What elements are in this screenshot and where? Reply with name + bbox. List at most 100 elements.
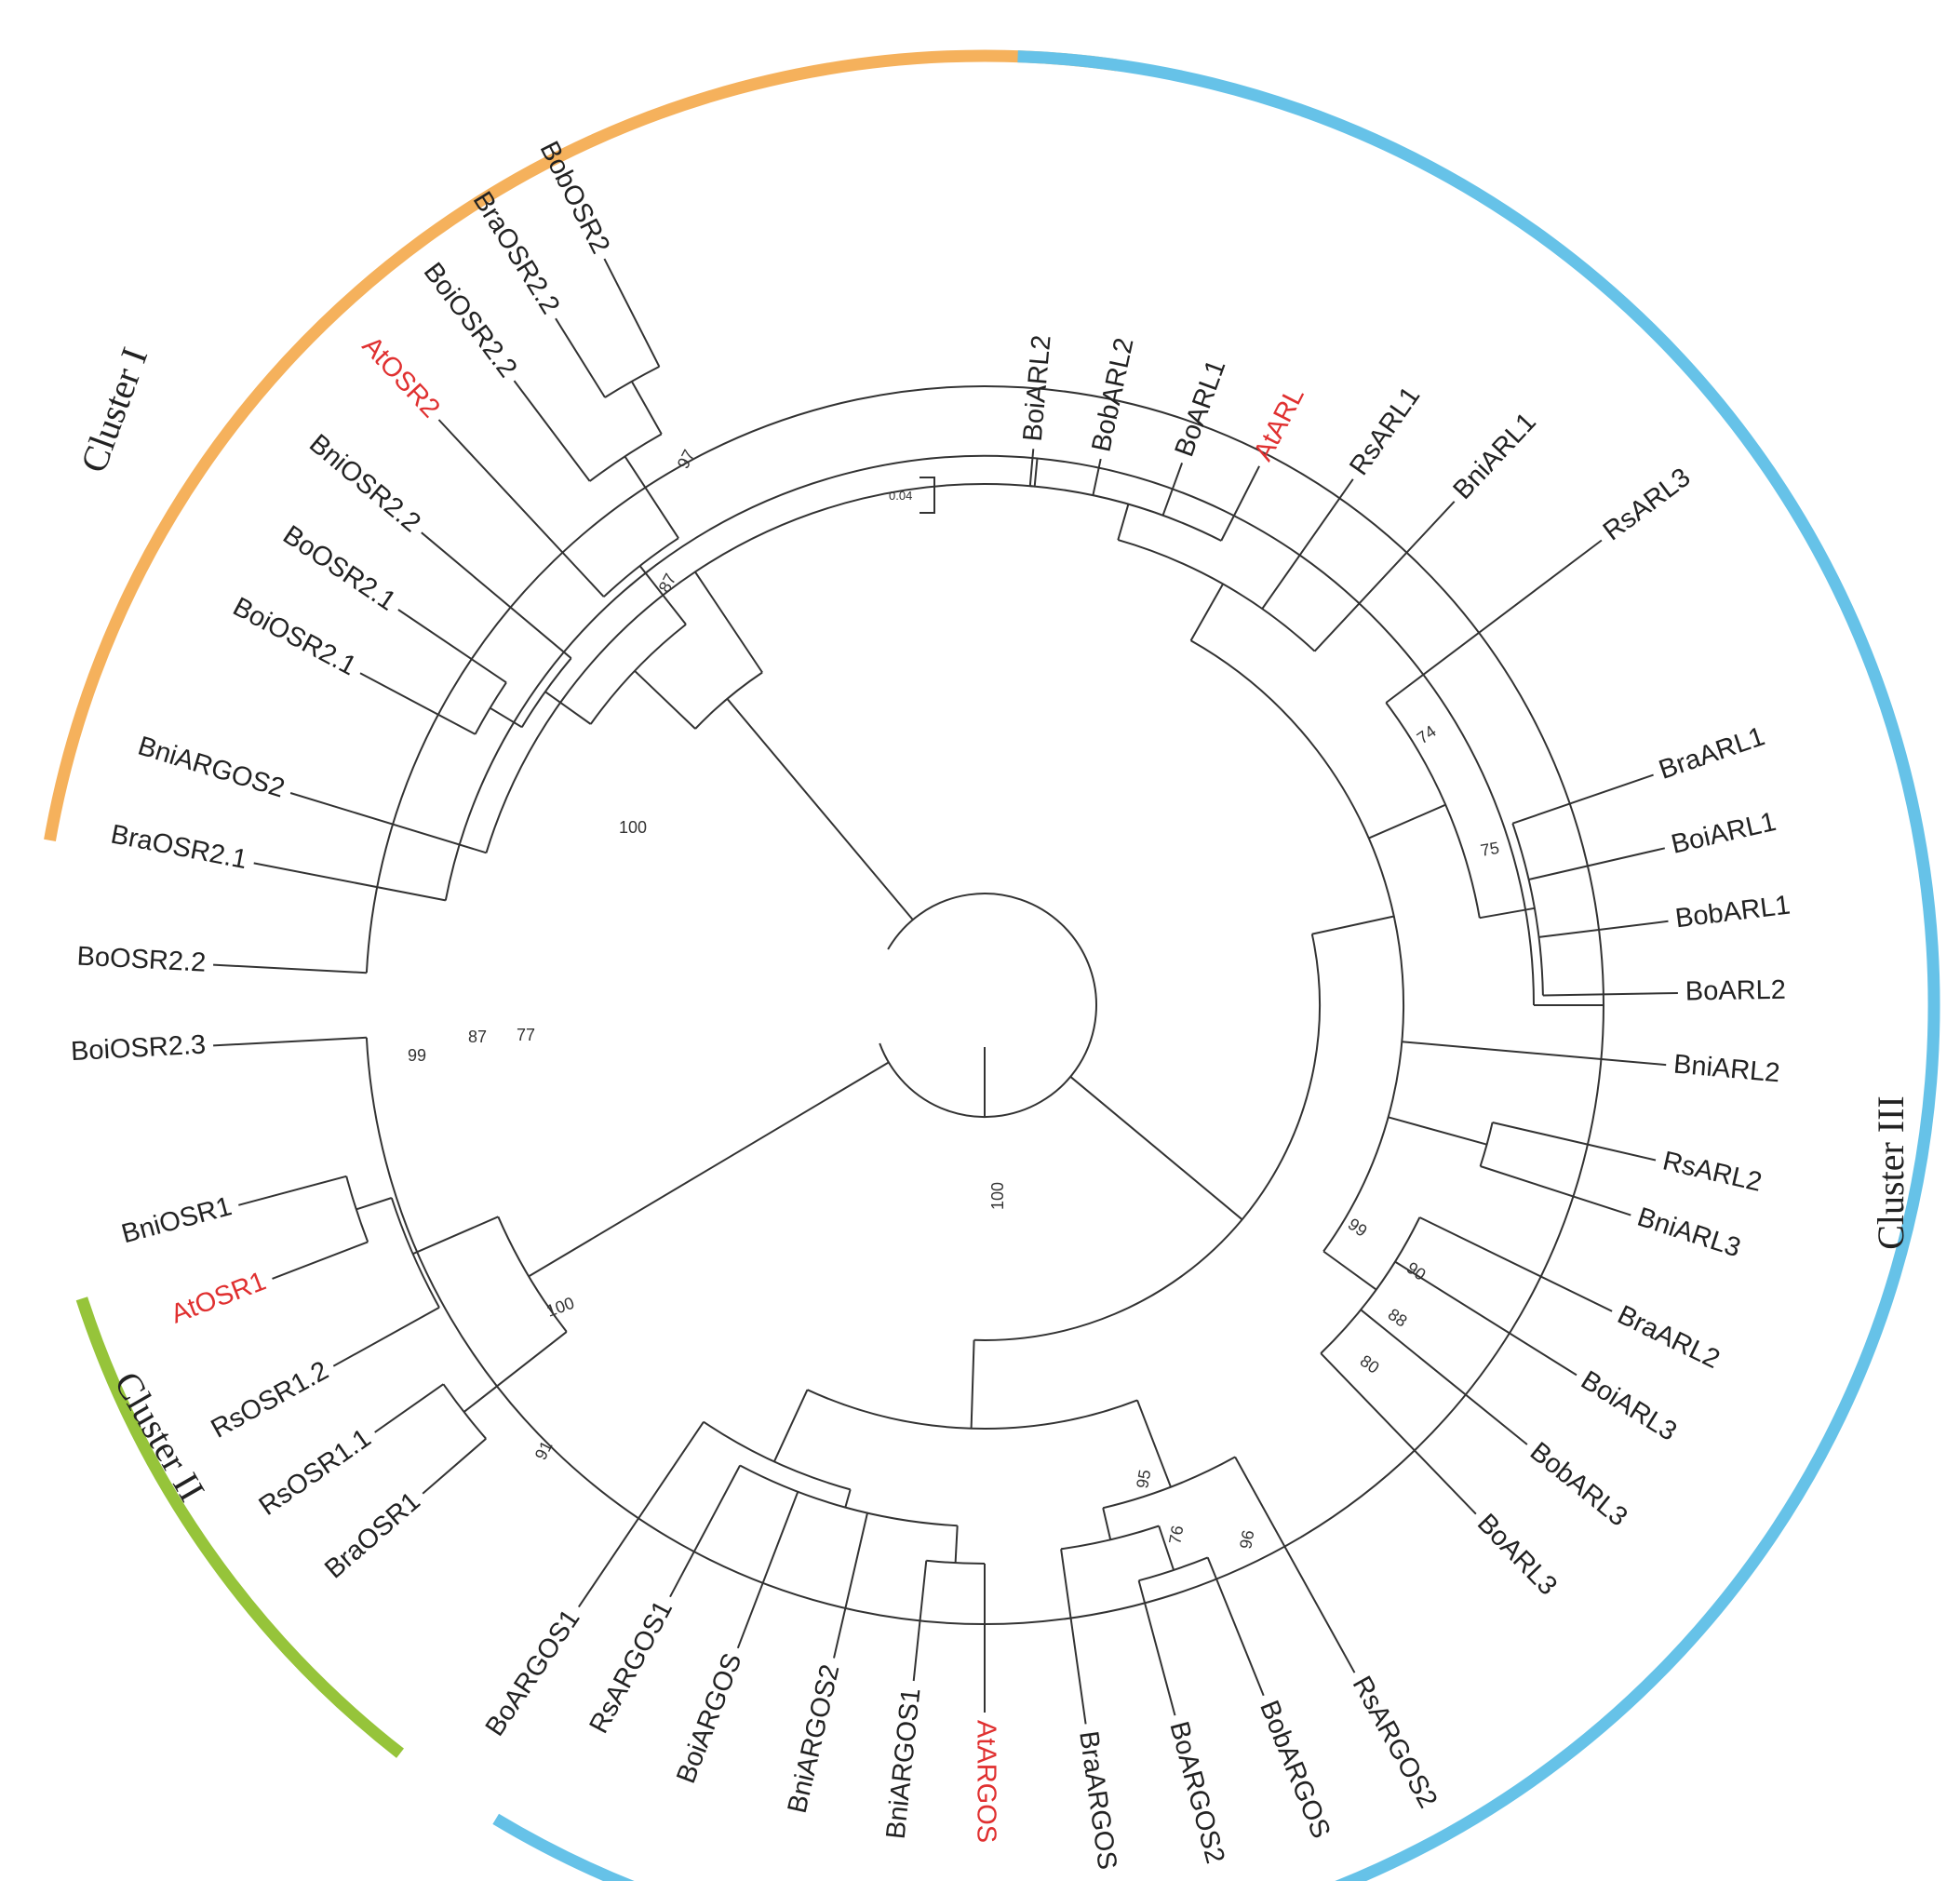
branch: [238, 1175, 347, 1206]
leaf-label-7: BniARGOS2: [134, 731, 288, 803]
leaf-label-42: BobARL2: [1086, 335, 1139, 454]
branch: [970, 1339, 975, 1429]
branch: [332, 1306, 440, 1367]
leaf-label-1: BraOSR2.2: [467, 186, 566, 319]
leaf-label-30: BniARL3: [1633, 1202, 1744, 1264]
branch: [1402, 1041, 1667, 1067]
branch: [1385, 539, 1603, 704]
branch-arc: [365, 385, 1604, 1625]
leaf-label-40: AtARL: [1248, 383, 1310, 465]
branch: [844, 1489, 852, 1508]
branch-arc: [474, 681, 507, 735]
branch: [1368, 803, 1446, 840]
branch: [1102, 1507, 1112, 1540]
bootstrap-value-15: 80: [1357, 1351, 1383, 1377]
cluster-1-label: Cluster I: [72, 342, 155, 477]
leaf-label-17: RsARGOS1: [584, 1596, 678, 1739]
bootstrap-value-3: 87: [468, 1028, 487, 1046]
branch-arc: [739, 1464, 958, 1527]
branch-arc: [1060, 1525, 1160, 1551]
bootstrap-value-8: 100: [544, 1294, 577, 1321]
branch: [1528, 847, 1666, 880]
branch: [1322, 1250, 1377, 1291]
bootstrap-value-17: 75: [1479, 839, 1500, 860]
branch: [1060, 1549, 1087, 1725]
branch: [1261, 478, 1354, 610]
branch-arc: [442, 1383, 487, 1440]
branch: [422, 1438, 487, 1495]
branch-arc: [1320, 1216, 1421, 1354]
bootstrap-value-1: 87: [655, 571, 680, 596]
branch: [1394, 1260, 1577, 1377]
branch: [528, 1061, 890, 1278]
branch: [624, 455, 679, 539]
leaf-label-8: BraOSR2.1: [108, 819, 249, 875]
leaf-label-43: BoiARL2: [1018, 334, 1057, 443]
branch: [634, 670, 696, 730]
branch-arc: [520, 657, 572, 728]
leaf-label-16: BoARGOS1: [480, 1605, 586, 1742]
branch: [772, 1389, 809, 1462]
bootstrap-value-4: 77: [517, 1026, 535, 1044]
bootstrap-value-12: 96: [1236, 1528, 1257, 1550]
branch: [1033, 458, 1039, 487]
leaf-label-37: RsARL3: [1598, 463, 1697, 547]
leaf-label-38: BniARL1: [1447, 407, 1541, 505]
branch-arc: [807, 1389, 1138, 1430]
branch: [1234, 1456, 1356, 1673]
branch: [726, 698, 914, 920]
branch: [1480, 1165, 1631, 1216]
leaf-label-39: RsARL1: [1344, 382, 1426, 481]
branch: [437, 419, 605, 598]
leaf-label-9: BoOSR2.2: [76, 942, 207, 978]
leaf-label-35: BoiARL1: [1669, 807, 1779, 860]
branch: [1158, 1525, 1175, 1571]
branch: [1492, 1122, 1657, 1162]
leaf-label-26: BoARL3: [1471, 1508, 1563, 1601]
branch: [1542, 992, 1678, 997]
branch: [669, 1465, 741, 1598]
scale-bar-label: 0.04: [889, 489, 912, 503]
branch-arc: [879, 893, 1097, 1119]
leaf-label-14: RsOSR1.1: [254, 1423, 377, 1522]
branch: [213, 1036, 367, 1047]
leaf-label-6: BoiOSR2.1: [228, 592, 361, 681]
leaf-label-24: BobARGOS: [1254, 1697, 1336, 1843]
leaf-label-21: AtARGOS: [971, 1720, 1000, 1843]
leaf-label-20: BniARGOS1: [881, 1686, 927, 1840]
leaf-label-27: BobARL3: [1524, 1437, 1633, 1533]
leaf-label-22: BraARGOS: [1073, 1729, 1122, 1872]
bootstrap-value-2: 100: [619, 818, 647, 837]
leaf-label-15: BraOSR1: [319, 1486, 426, 1585]
branch: [603, 258, 661, 368]
cluster-3-label: Cluster III: [1870, 1095, 1912, 1250]
leaf-label-23: BoARGOS2: [1163, 1718, 1229, 1866]
leaf-label-13: RsOSR1.2: [207, 1356, 334, 1444]
branch: [1136, 1400, 1172, 1488]
cluster-3-arc: [492, 50, 1940, 1881]
branch: [1189, 583, 1224, 641]
branch: [253, 862, 446, 902]
bootstrap-value-9: 99: [1345, 1215, 1371, 1241]
branch: [630, 381, 663, 435]
branch: [577, 1421, 705, 1608]
bootstrap-value-7: 91: [531, 1438, 557, 1463]
branch: [1511, 773, 1654, 825]
branch: [356, 1197, 393, 1211]
branch-arc: [1511, 823, 1544, 996]
leaf-label-18: BoiARGOS: [671, 1649, 747, 1787]
branch-arc: [497, 1216, 568, 1333]
branch-arc: [589, 433, 663, 482]
branch: [694, 571, 763, 674]
branch-arc: [1190, 639, 1405, 1253]
cluster-2-arc: [75, 1297, 405, 1758]
leaf-label-34: BobARL1: [1673, 890, 1792, 934]
leaf-label-29: BraARL2: [1613, 1300, 1725, 1375]
scale-bar: 0.04: [889, 477, 935, 514]
branch: [412, 1216, 499, 1256]
branch: [359, 672, 477, 735]
leaf-label-19: BniARGOS2: [783, 1661, 846, 1816]
branch: [833, 1512, 868, 1659]
branch: [1418, 1216, 1613, 1312]
